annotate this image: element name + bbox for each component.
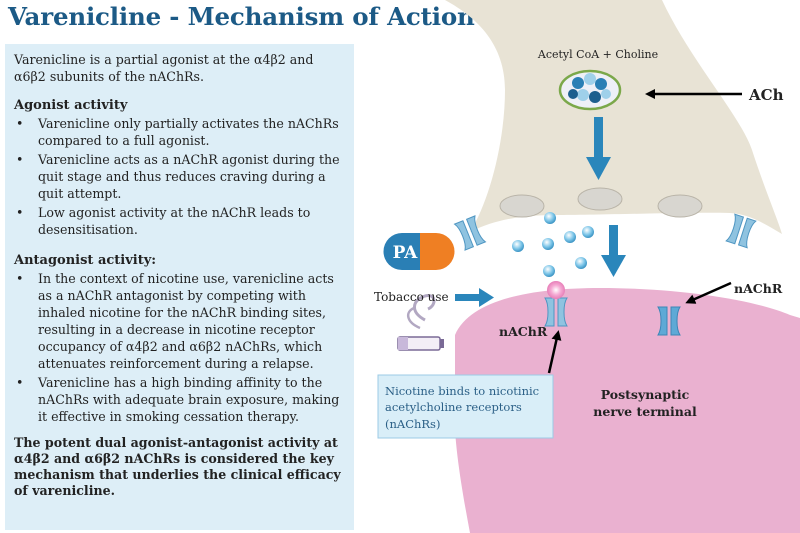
release-site (499, 194, 545, 218)
diffusion-arrow (601, 225, 626, 277)
ach-molecules (568, 73, 611, 103)
release-arrow (586, 117, 611, 180)
postsynaptic-label-line: nerve terminal (593, 404, 697, 419)
list-item: Low agonist activity at the nAChR leads … (14, 204, 345, 238)
postsynaptic-terminal (454, 288, 800, 533)
antagonist-heading: Antagonist activity: (14, 253, 157, 268)
list-item: Varenicline only partially activates the… (14, 115, 345, 149)
release-site (657, 194, 703, 218)
callout-line: acetylcholine receptors (385, 400, 522, 414)
presynaptic-terminal (445, 0, 782, 234)
callout-line: (nAChRs) (385, 417, 440, 431)
pill-label: PA (393, 243, 419, 263)
release-site (577, 187, 623, 211)
nachr-receptor-right (657, 306, 681, 336)
antagonist-list: In the context of nicotine use, varenicl… (14, 270, 345, 425)
postsynaptic-label-line: Postsynaptic (601, 387, 690, 402)
intro-text: Varenicline is a partial agonist at the … (14, 52, 314, 84)
presynaptic-receptor-right (725, 213, 757, 249)
nachr-left-label: nAChR (499, 324, 548, 339)
precursor-label: Acetyl CoA + Choline (537, 48, 658, 61)
agonist-list: Varenicline only partially activates the… (14, 115, 345, 238)
agonist-heading: Agonist activity (14, 98, 128, 113)
page-title: Varenicline - Mechanism of Action (8, 2, 475, 31)
list-item: In the context of nicotine use, varenicl… (14, 270, 345, 372)
tobacco-arrow (455, 288, 494, 307)
presynaptic-receptor-left (453, 215, 487, 251)
list-item: Varenicline acts as a nAChR agonist duri… (14, 151, 345, 202)
list-item: Varenicline has a high binding affinity … (14, 374, 345, 425)
conclusion-text: The potent dual agonist-antagonist activ… (14, 435, 341, 498)
nachr-right-arrow (685, 281, 732, 304)
tobacco-label: Tobacco use (374, 290, 449, 304)
info-panel: Varenicline is a partial agonist at the … (5, 44, 354, 530)
ach-label: ACh (748, 86, 784, 104)
pa-pill: PA (383, 233, 455, 270)
callout-line: Nicotine binds to nicotinic (385, 384, 539, 398)
callout-arrow (547, 330, 562, 374)
nicotine-molecule (547, 281, 565, 299)
cigarette-icon (397, 294, 444, 351)
nachr-receptor-bound (544, 297, 568, 327)
cleft-molecules (512, 212, 594, 277)
nachr-right-label: nAChR (734, 281, 783, 296)
nicotine-callout (377, 374, 554, 439)
